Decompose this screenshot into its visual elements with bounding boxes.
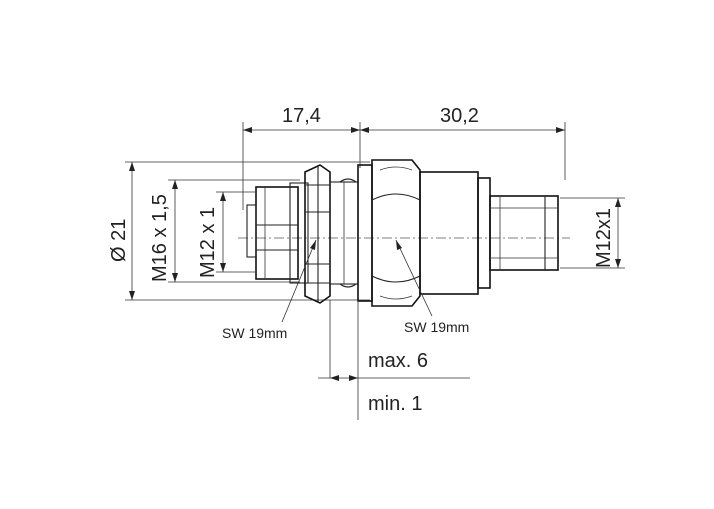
wrench-right-label: SW 19mm bbox=[404, 319, 469, 335]
thread-m16-label: M16 x 1,5 bbox=[149, 194, 171, 282]
panel-thickness: max. 6 min. 1 bbox=[318, 300, 470, 420]
left-dimensions: Ø 21 M16 x 1,5 M12 x 1 bbox=[108, 161, 370, 301]
thread-m12-left-label: M12 x 1 bbox=[197, 207, 219, 278]
top-dimensions: 17,4 30,2 bbox=[242, 105, 566, 210]
right-dimension: M12x1 bbox=[560, 197, 625, 269]
wrench-left-label: SW 19mm bbox=[222, 325, 287, 341]
front-length-label: 30,2 bbox=[440, 105, 479, 127]
panel-max-label: max. 6 bbox=[368, 350, 428, 372]
panel-min-label: min. 1 bbox=[368, 393, 422, 415]
wrench-annotations: SW 19mm SW 19mm bbox=[222, 239, 469, 341]
connector-body bbox=[238, 159, 570, 307]
rear-length-label: 17,4 bbox=[282, 105, 321, 127]
diameter-label: Ø 21 bbox=[108, 219, 130, 262]
thread-m12-right-label: M12x1 bbox=[593, 208, 615, 268]
